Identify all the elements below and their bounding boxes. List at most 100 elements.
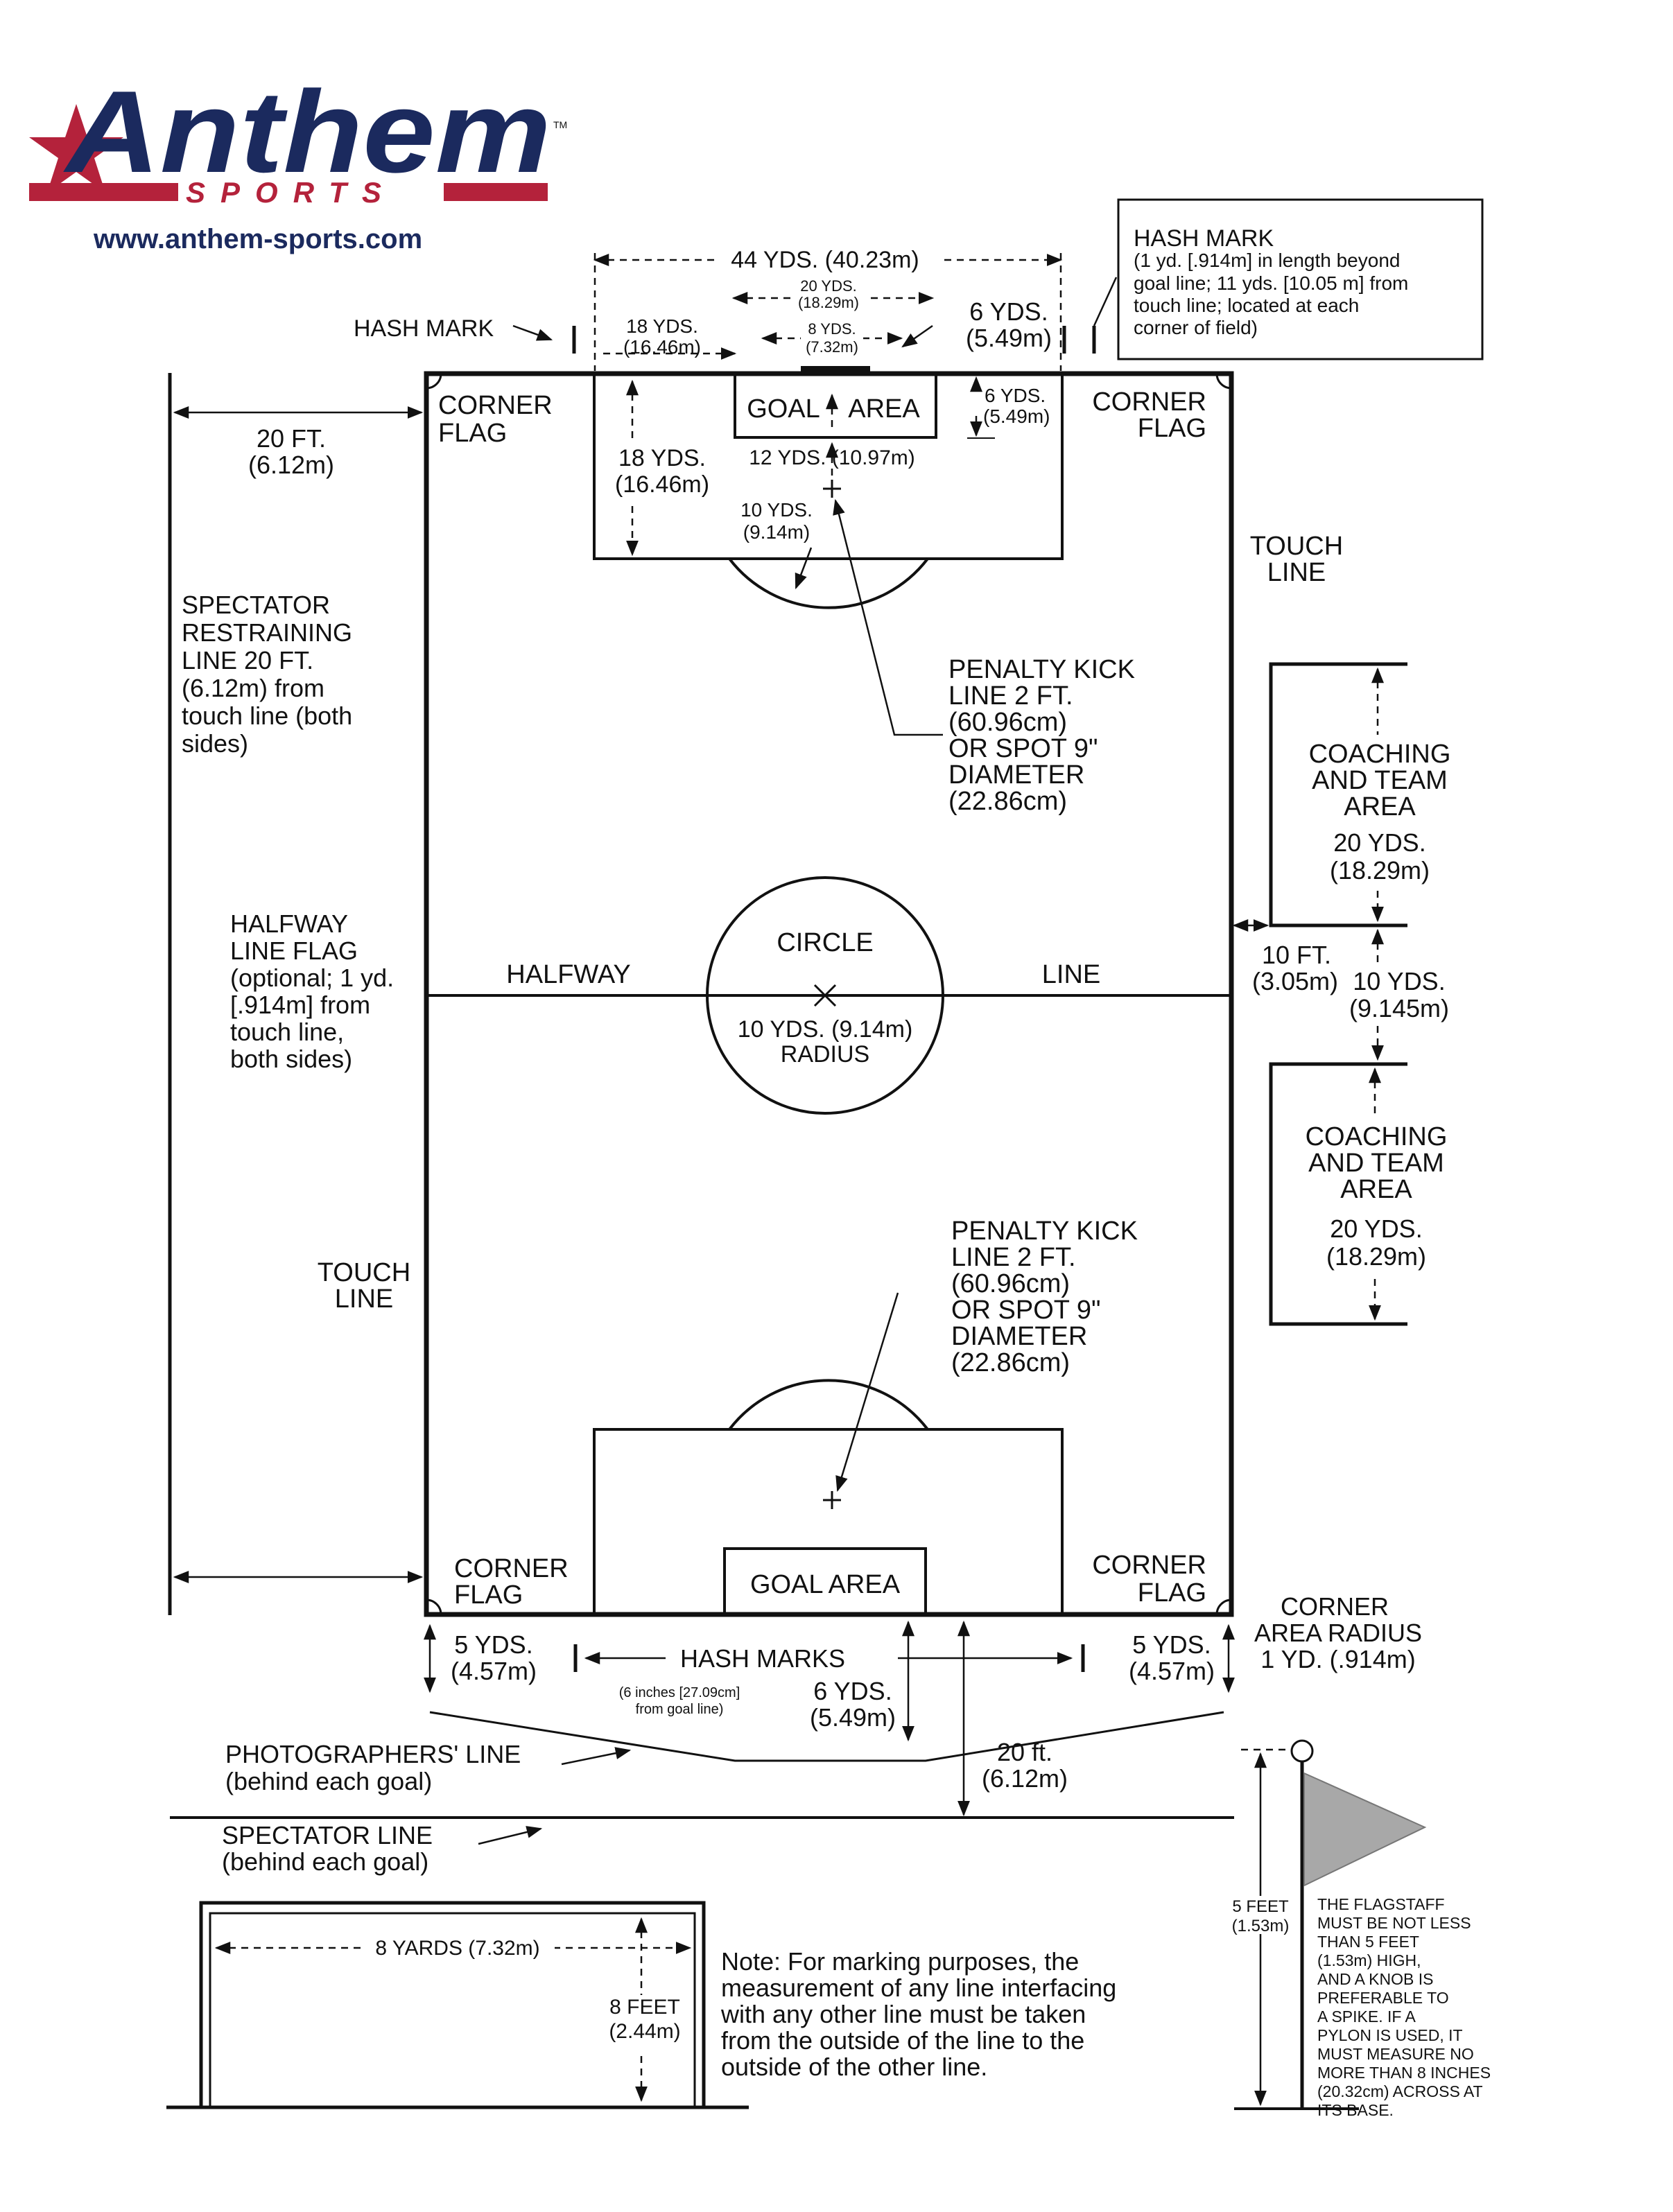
top-dimensions: 44 YDS. (40.23m) 20 YDS. (18.29m) 18 YDS… <box>354 244 1066 371</box>
logo-right-bar <box>444 183 548 201</box>
coaching-area-bottom <box>1269 1062 1407 1326</box>
penalty-kick-top: PENALTY KICK LINE 2 FT. (60.96cm) OR SPO… <box>833 498 1135 816</box>
diagram-label: LINE FLAG <box>230 937 358 965</box>
diagram-label: touch line (both <box>182 702 352 730</box>
diagram-label: (22.86cm) <box>951 1348 1070 1377</box>
dim-44-yds: 44 YDS. (40.23m) <box>731 247 919 273</box>
diagram-label: COACHING <box>1309 740 1451 769</box>
bottom-penalty-spot-icon <box>823 1491 841 1509</box>
diagram-label: MUST BE NOT LESS <box>1317 1914 1471 1932</box>
diagram-label: 20 YDS. <box>1330 1214 1422 1243</box>
hash-box-line: goal line; 11 yds. [10.05 m] from <box>1134 272 1408 294</box>
diagram-label: (1.53m) HIGH, <box>1317 1951 1421 1969</box>
dim-8-yds: 8 YDS. <box>808 320 856 338</box>
diagram-label: 6 YDS. <box>813 1677 892 1705</box>
diagram-label: (6.12m) <box>982 1764 1068 1793</box>
corner-flag-bl-b: FLAG <box>454 1580 523 1610</box>
diagram-label: LINE 2 FT. <box>951 1243 1076 1272</box>
dim-18-yds-m: (16.46m) <box>623 336 701 358</box>
radius-label: 10 YDS. (9.14m) <box>738 1016 913 1043</box>
pen-18-yds-m: (16.46m) <box>615 471 709 498</box>
diagram-label: (behind each goal) <box>225 1767 432 1795</box>
diagram-label: (60.96cm) <box>951 1269 1070 1298</box>
left-20-ft-m: (6.12m) <box>248 451 334 479</box>
radius-label-b: RADIUS <box>781 1041 869 1068</box>
field <box>424 366 1234 1617</box>
diagram-label: (optional; 1 yd. <box>230 964 394 992</box>
diagram-label: THAN 5 FEET <box>1317 1933 1419 1951</box>
top-penalty-spot-icon <box>823 480 841 498</box>
logo-trademark: TM <box>553 119 567 130</box>
diagram-label: A SPIKE. IF A <box>1317 2008 1416 2026</box>
bottom-dimensions: 5 YDS. (4.57m) HASH MARKS (6 inches [27.… <box>170 1592 1422 1876</box>
diagram-label: (6 inches [27.09cm] <box>619 1685 740 1700</box>
hash-marks-label: HASH MARKS <box>680 1644 845 1673</box>
flag-height: 5 FEET <box>1232 1897 1289 1916</box>
corner-arc-bottom-left <box>426 1599 442 1615</box>
diagram-label: [.914m] from <box>230 991 370 1019</box>
diagram-label: OR SPOT 9" <box>951 1296 1101 1325</box>
goal-area-bottom-label: GOAL AREA <box>750 1570 901 1599</box>
corner-arc-bottom-right <box>1215 1599 1232 1615</box>
center-circle <box>706 876 944 1115</box>
corner-flag-tl: CORNER <box>438 391 553 420</box>
diagram-label: 20 YDS. <box>1333 828 1425 857</box>
diagram-label: (60.96cm) <box>948 708 1067 737</box>
corner-arc-top-left <box>426 373 442 390</box>
logo-url: www.anthem-sports.com <box>93 224 422 254</box>
diagram-label: (22.86cm) <box>948 787 1067 816</box>
six-yds-label: 6 YDS. <box>985 385 1046 406</box>
dim-10-yds: 10 YDS. <box>740 499 813 521</box>
corner-arc-top-right <box>1215 373 1232 390</box>
marking-note: Note: For marking purposes, the measurem… <box>720 1947 1116 2081</box>
hash-mark-info-box: HASH MARK (1 yd. [.914m] in length beyon… <box>1092 198 1484 360</box>
diagram-label: (3.05m) <box>1252 967 1338 995</box>
touch-line-left: TOUCH <box>318 1258 410 1287</box>
diagram-label: measurement of any line interfacing <box>721 1974 1116 2002</box>
goal-frame: 8 YARDS (7.32m) 8 FEET (2.44m) <box>166 1901 749 2109</box>
goal-width: 8 YARDS (7.32m) <box>375 1937 539 1960</box>
diagram-label: (behind each goal) <box>222 1847 428 1876</box>
diagram-label: touch line, <box>230 1018 344 1046</box>
six-yds-label-m: (5.49m) <box>983 406 1050 427</box>
diagram-label: CORNER <box>1281 1592 1389 1621</box>
photographers-line <box>429 1711 1224 1762</box>
touch-line-left-b: LINE <box>335 1284 393 1314</box>
diagram-label: OR SPOT 9" <box>948 734 1098 763</box>
touch-line-right-b: LINE <box>1267 558 1326 587</box>
diagram-label: AND A KNOB IS <box>1317 1970 1433 1988</box>
diagram-label: Note: For marking purposes, the <box>721 1947 1079 1976</box>
diagram-label: (9.145m) <box>1349 994 1449 1022</box>
line-label: LINE <box>1042 960 1100 989</box>
goal-area-top-label: GOAL <box>747 394 820 424</box>
corner-flag-br-b: FLAG <box>1138 1578 1206 1608</box>
flag-icon <box>1303 1772 1427 1887</box>
diagram-label: sides) <box>182 729 248 758</box>
dim-20-yds-m: (18.29m) <box>798 294 859 311</box>
diagram-label: PHOTOGRAPHERS' LINE <box>225 1740 521 1768</box>
diagram-label: both sides) <box>230 1045 352 1073</box>
corner-flag-tr-b: FLAG <box>1138 414 1206 443</box>
diagram-label: PENALTY KICK <box>951 1217 1138 1246</box>
diagram-label: PYLON IS USED, IT <box>1317 2026 1463 2044</box>
flag-height-m: (1.53m) <box>1232 1917 1290 1935</box>
diagram-label: 5 YDS. <box>454 1630 532 1659</box>
right-side: TOUCH LINE COACHING AND TEAM AREA 20 YDS… <box>1232 532 1451 1326</box>
diagram-label: (20.32cm) ACROSS AT <box>1317 2082 1483 2100</box>
hash-box-line: touch line; located at each <box>1134 295 1359 316</box>
bottom-goal-area <box>723 1547 927 1616</box>
diagram-label: COACHING <box>1306 1122 1448 1151</box>
top-penalty-arc <box>728 557 929 609</box>
hash-mark-label-left: HASH MARK <box>354 315 494 342</box>
diagram-label: RESTRAINING <box>182 618 352 647</box>
diagram-label: (4.57m) <box>451 1657 537 1685</box>
circle-label: CIRCLE <box>777 928 873 957</box>
diagram-label: DIAMETER <box>948 760 1084 790</box>
flagstaff-knob-icon <box>1290 1739 1314 1763</box>
corner-flag-tr: CORNER <box>1092 387 1206 417</box>
dim-10-yds-m: (9.14m) <box>743 521 810 543</box>
hash-box-line: (1 yd. [.914m] in length beyond <box>1134 250 1400 271</box>
diagram-label: (5.49m) <box>810 1703 896 1732</box>
diagram-label: AREA <box>1344 792 1416 821</box>
